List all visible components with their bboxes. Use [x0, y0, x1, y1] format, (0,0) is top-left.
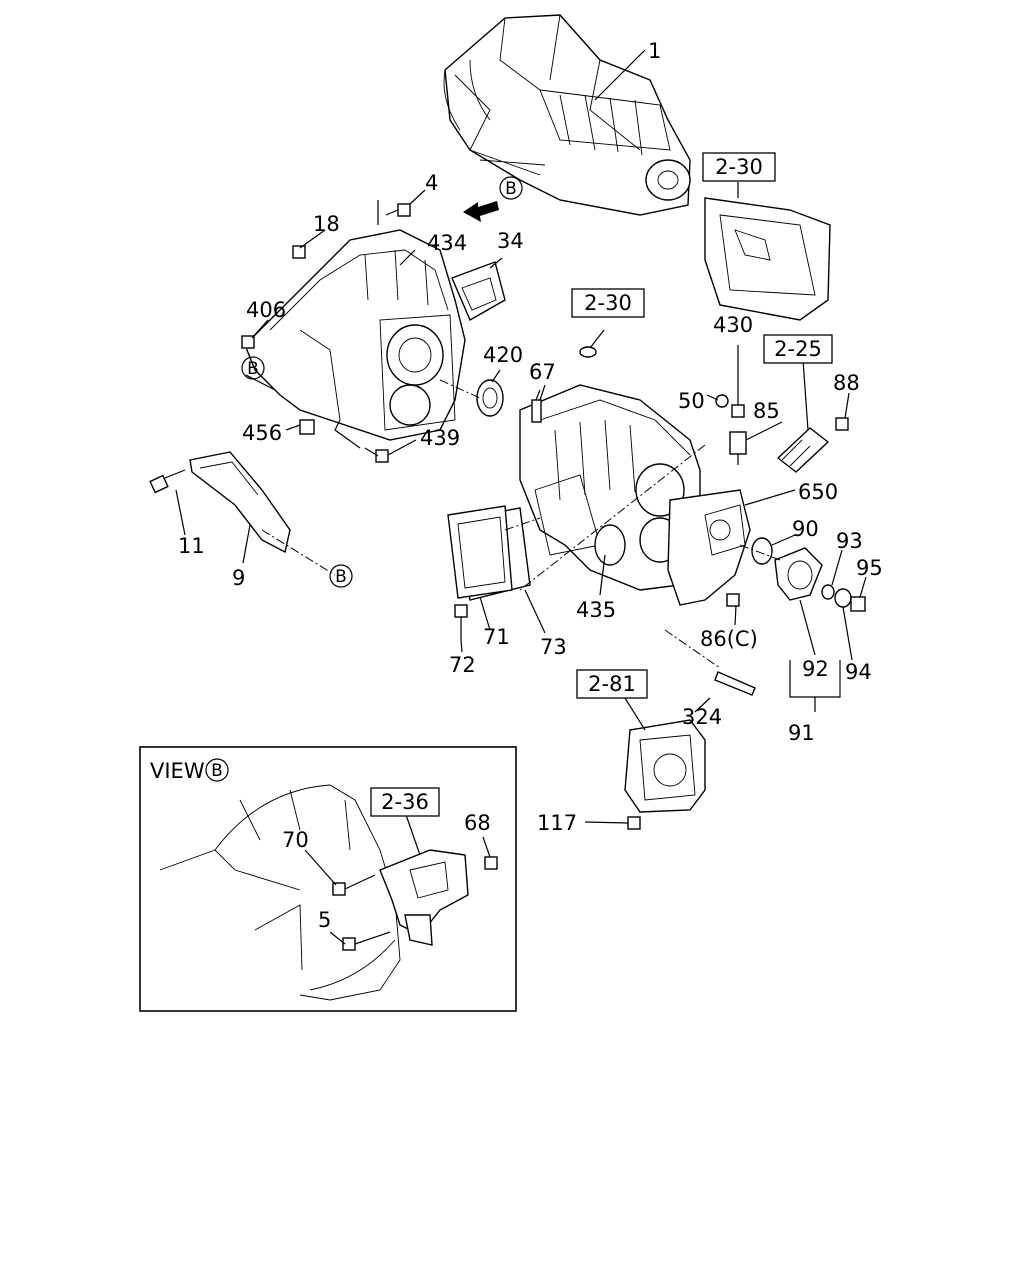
- callout-406: 406: [246, 298, 286, 322]
- side-cover-2-30-illustration: [704, 197, 831, 321]
- pto-2-81-illustration: [624, 719, 706, 813]
- callout-18: 18: [313, 212, 340, 236]
- bolt-part-88: [835, 417, 849, 431]
- callout-86c: 86(C): [700, 627, 758, 651]
- callout-90: 90: [792, 517, 819, 541]
- callout-94: 94: [845, 660, 872, 684]
- centerlines: [261, 379, 781, 669]
- bolt-part-11: [149, 469, 186, 494]
- inset-b-letter: B: [211, 761, 223, 781]
- sensor-part-2-25: [776, 427, 830, 473]
- svg-text:2-36: 2-36: [381, 790, 429, 814]
- svg-text:B: B: [335, 567, 347, 587]
- callout-68: 68: [464, 811, 491, 835]
- callout-labels: 1 4 18 434 34 406 420 67 50 430 88 85 45…: [178, 39, 883, 835]
- nut-part-68: [484, 856, 498, 870]
- nut-part-95: [850, 596, 866, 612]
- gasket-part-650: [667, 489, 751, 606]
- bolt-part-324: [714, 671, 756, 696]
- bolt-part-86: [726, 593, 740, 607]
- ref-box-2-81: 2-81: [576, 669, 648, 699]
- callout-5: 5: [318, 908, 331, 932]
- bolt-part-4: [385, 203, 411, 217]
- callout-67: 67: [529, 360, 556, 384]
- bolt-part-18: [292, 245, 306, 259]
- bolt-part-67: [531, 389, 542, 423]
- cover-plate-part-9: [189, 451, 291, 554]
- callout-11: 11: [178, 534, 205, 558]
- washer-part-50: [715, 394, 729, 408]
- transmission-assembly-illustration: [443, 14, 691, 216]
- callout-9: 9: [232, 566, 245, 590]
- washer-part-94: [834, 588, 852, 608]
- bolt-part-439: [364, 447, 389, 463]
- flange-part-92: [774, 547, 823, 601]
- inset-b-circle: [205, 758, 229, 782]
- callout-650: 650: [798, 480, 838, 504]
- callout-4: 4: [425, 171, 438, 195]
- bolt-part-430: [731, 372, 745, 418]
- callout-72: 72: [449, 653, 476, 677]
- plug-part-85: [729, 431, 747, 465]
- callout-1: 1: [648, 39, 661, 63]
- callout-91: 91: [788, 721, 815, 745]
- leader-lines: [175, 49, 867, 824]
- callout-95: 95: [856, 556, 883, 580]
- svg-text:2-30: 2-30: [715, 155, 763, 179]
- bolt-part-456: [299, 419, 315, 435]
- view-b-marker-top: B: [499, 176, 523, 200]
- oring-part-93: [821, 584, 835, 600]
- clutch-housing-illustration: [244, 229, 466, 441]
- boot-part-34: [451, 261, 506, 321]
- ref-box-2-30-top: 2-30: [702, 152, 776, 182]
- svg-text:2-30: 2-30: [584, 291, 632, 315]
- callout-85: 85: [753, 399, 780, 423]
- callout-439: 439: [420, 426, 460, 450]
- ref-box-2-25: 2-25: [763, 334, 833, 364]
- view-b-inset: VIEW B 2-36 70 68 5: [139, 746, 517, 1012]
- callout-70: 70: [282, 828, 309, 852]
- plug-top: [579, 346, 597, 358]
- callout-324: 324: [682, 705, 722, 729]
- callout-435: 435: [576, 598, 616, 622]
- gasket-and-cover-71-73: [447, 505, 531, 601]
- callout-420: 420: [483, 343, 523, 367]
- callout-34: 34: [497, 229, 524, 253]
- seal-part-420: [476, 379, 504, 417]
- ref-box-2-36: [370, 787, 440, 817]
- svg-text:B: B: [247, 359, 259, 379]
- callout-434: 434: [427, 231, 467, 255]
- seal-part-90: [751, 537, 773, 565]
- callout-88: 88: [833, 371, 860, 395]
- svg-text:2-25: 2-25: [774, 337, 822, 361]
- callout-92: 92: [802, 657, 829, 681]
- callout-117: 117: [537, 811, 577, 835]
- bolt-part-117: [627, 816, 641, 830]
- bolt-part-72: [454, 604, 468, 640]
- view-b-marker-housing: B: [241, 356, 265, 380]
- callout-430: 430: [713, 313, 753, 337]
- nut-part-406: [241, 335, 255, 349]
- callout-50: 50: [678, 389, 705, 413]
- svg-text:B: B: [505, 179, 517, 199]
- nut-part-70: [332, 882, 346, 896]
- view-arrow: [463, 201, 499, 222]
- callout-73: 73: [540, 635, 567, 659]
- callout-71: 71: [483, 625, 510, 649]
- ref-box-2-30-mid: 2-30: [571, 288, 645, 318]
- callout-456: 456: [242, 421, 282, 445]
- callout-93: 93: [836, 529, 863, 553]
- svg-text:2-81: 2-81: [588, 672, 636, 696]
- inset-title: VIEW: [150, 759, 205, 783]
- view-b-marker-plate: B: [329, 564, 353, 588]
